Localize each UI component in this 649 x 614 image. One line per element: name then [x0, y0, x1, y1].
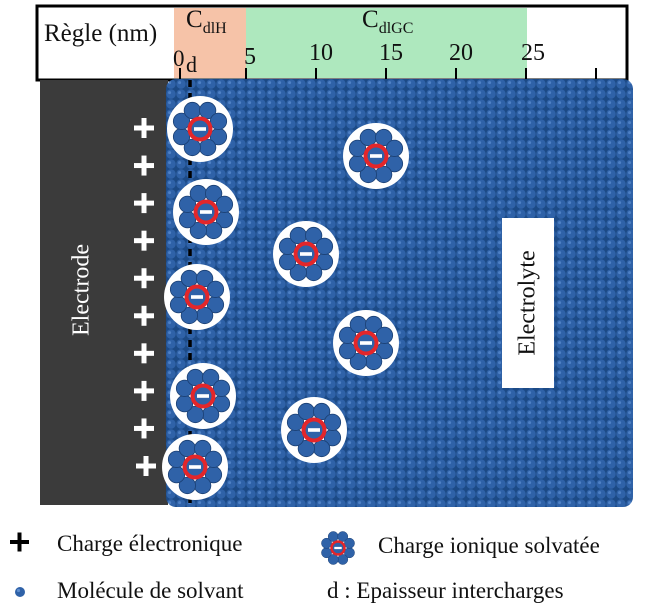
electronic-charge-plus — [134, 305, 154, 326]
electronic-charge-plus — [134, 343, 154, 364]
solvated-ion — [333, 310, 399, 376]
ruler-tick-0: 0 — [173, 46, 185, 71]
solvated-ion — [162, 434, 228, 500]
electrolyte-label: Electrolyte — [514, 250, 541, 356]
electronic-charge-plus — [134, 268, 154, 289]
helmholtz-region — [174, 8, 246, 78]
ruler-label: Règle (nm) — [44, 20, 158, 47]
ruler-tick-20: 20 — [449, 40, 473, 66]
legend-d-label: d : Epaisseur intercharges — [327, 578, 564, 603]
solvated-ion — [164, 264, 230, 330]
ruler-ticks — [179, 68, 597, 80]
electrode-label: Electrode — [68, 244, 95, 336]
solvated-ions — [162, 96, 409, 500]
electronic-charges — [134, 118, 156, 476]
solvated-ion — [343, 123, 409, 189]
legend-electronic-charge-label: Charge électronique — [57, 531, 243, 556]
electrolyte-solvent — [166, 79, 633, 507]
electronic-charge-plus — [134, 380, 154, 401]
helmholtz-subscript: dlH — [202, 20, 227, 37]
solvated-ion — [173, 179, 239, 245]
ruler-d-marker: d — [186, 52, 197, 77]
solvated-ion — [170, 363, 236, 429]
ruler-tick-10: 10 — [309, 40, 333, 66]
plus-icon — [10, 532, 29, 552]
electronic-charge-plus — [134, 230, 154, 251]
electronic-charge-plus — [134, 155, 154, 176]
legend-solvated-ion-label: Charge ionique solvatée — [378, 533, 600, 558]
helmholtz-symbol: C — [186, 6, 203, 33]
solvated-ion — [321, 531, 355, 565]
gouy-chapman-subscript: dlGC — [378, 20, 414, 37]
ruler-tick-15: 15 — [379, 40, 403, 66]
solvent-molecule-icon — [15, 587, 25, 597]
electrolyte-label-box — [502, 218, 554, 388]
gouy-chapman-symbol: C — [362, 6, 379, 33]
electronic-charge-plus — [136, 456, 156, 476]
solvated-ion — [273, 221, 339, 287]
legend-solvent-molecule-label: Molécule de solvant — [57, 578, 244, 603]
electronic-charge-plus — [134, 418, 154, 439]
ruler-tick-5: 5 — [244, 44, 256, 70]
electronic-charge-plus — [134, 118, 154, 138]
gouy-chapman-region — [246, 8, 527, 78]
electronic-charge-plus — [134, 193, 154, 214]
gouy-chapman-capacitance-label: CdlGC — [362, 6, 413, 38]
electrode — [40, 80, 168, 505]
helmholtz-capacitance-label: CdlH — [186, 6, 227, 38]
solvated-ion — [167, 96, 233, 162]
solvated-ion — [281, 397, 347, 463]
solvated-ion-icon — [321, 531, 355, 565]
ruler-tick-25: 25 — [521, 40, 545, 66]
